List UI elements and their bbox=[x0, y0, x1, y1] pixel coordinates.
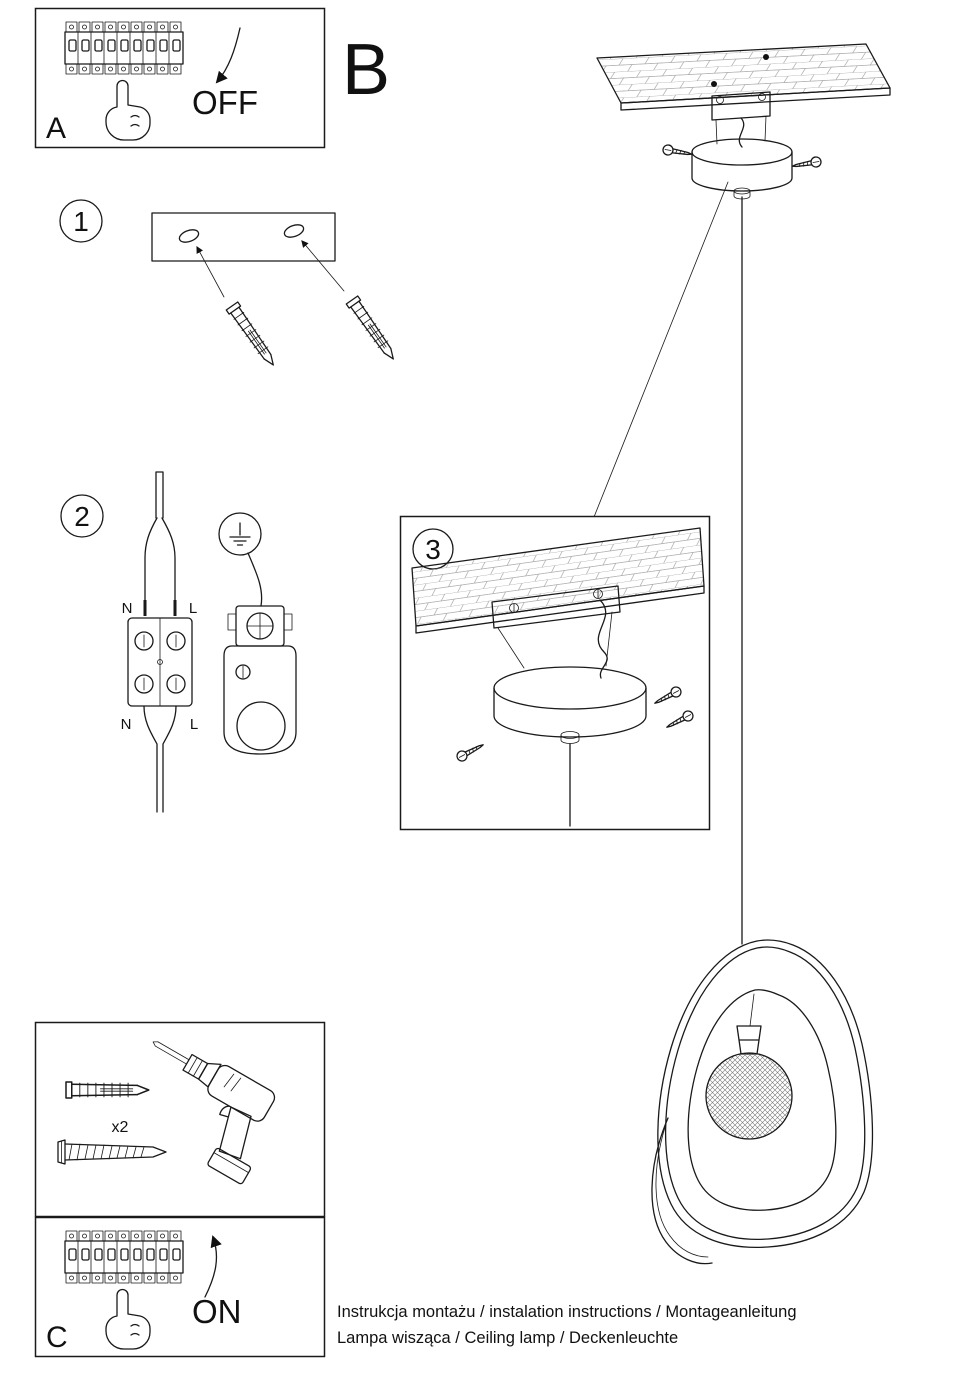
footer-line-1: Instrukcja montażu / instalation instruc… bbox=[337, 1303, 797, 1321]
canopy-screw-icon bbox=[661, 143, 694, 160]
wall-plug-icon bbox=[225, 301, 280, 370]
insert-arrow-icon bbox=[196, 245, 225, 298]
step-2-number: 2 bbox=[74, 501, 90, 532]
step-2-illustration: 2 N L N L bbox=[60, 471, 297, 813]
lampshade-inner-rim bbox=[664, 946, 866, 1241]
ceiling-mount-illustration bbox=[593, 43, 891, 945]
wire-l-top-label: L bbox=[189, 600, 197, 617]
on-arrow-icon bbox=[204, 1235, 222, 1298]
step-2-badge bbox=[60, 494, 104, 538]
canopy-screw-icon bbox=[790, 155, 823, 172]
panel-c-power-on: ON C bbox=[34, 1216, 326, 1358]
wire-n-top-label: N bbox=[122, 600, 133, 617]
plate-hole bbox=[178, 229, 200, 243]
plug-quantity-label: x2 bbox=[112, 1119, 129, 1136]
detail-leader-line bbox=[593, 181, 729, 518]
bracket-detail bbox=[491, 585, 621, 629]
step-1-number: 1 bbox=[73, 206, 89, 237]
drill-icon bbox=[152, 1041, 276, 1185]
insert-arrow-icon bbox=[301, 240, 345, 292]
off-label: OFF bbox=[192, 84, 258, 121]
step-1-badge bbox=[59, 199, 103, 243]
on-label: ON bbox=[192, 1293, 242, 1330]
bulb bbox=[705, 1052, 793, 1140]
tools-illustration: x2 bbox=[34, 1021, 326, 1218]
board-screw-icon bbox=[711, 81, 717, 87]
bracket-wire bbox=[738, 117, 745, 148]
panel-c-label: C bbox=[46, 1321, 68, 1354]
panel-a-label: A bbox=[46, 112, 66, 145]
tools-border bbox=[34, 1021, 326, 1218]
plate-hole bbox=[283, 224, 305, 238]
bulb-stem bbox=[749, 993, 755, 1027]
earth-symbol-badge bbox=[218, 512, 262, 556]
wire-n-bottom-label: N bbox=[121, 716, 132, 733]
connector-opening bbox=[236, 701, 286, 751]
step-1-illustration: 1 bbox=[59, 199, 400, 370]
step-3-number: 3 bbox=[425, 534, 441, 565]
mounting-plate bbox=[151, 212, 336, 262]
mounting-bracket bbox=[711, 91, 771, 121]
earth-wire bbox=[247, 552, 263, 607]
shade-back-flap bbox=[651, 1117, 713, 1265]
lampshade-outer bbox=[657, 939, 874, 1249]
screw-icon bbox=[57, 1139, 167, 1165]
panel-a-power-off: OFF A bbox=[34, 7, 326, 149]
supply-cable bbox=[155, 471, 164, 519]
wire-l-bottom-label: L bbox=[190, 716, 198, 733]
connector-body bbox=[223, 645, 297, 755]
wall-plug-icon bbox=[345, 295, 400, 364]
section-b-label: B bbox=[342, 30, 390, 110]
off-arrow-icon bbox=[215, 27, 241, 84]
pendant-lamp-illustration bbox=[651, 939, 874, 1265]
board-screw-icon bbox=[763, 54, 769, 60]
bulb-socket bbox=[736, 1025, 762, 1055]
lampshade-cutout bbox=[687, 989, 837, 1211]
footer-line-2: Lampa wisząca / Ceiling lamp / Deckenleu… bbox=[337, 1329, 678, 1347]
earth-icon bbox=[229, 522, 251, 546]
step-3-illustration: 3 bbox=[399, 515, 711, 831]
canopy bbox=[691, 138, 793, 166]
ceiling-board-edge bbox=[620, 87, 891, 111]
